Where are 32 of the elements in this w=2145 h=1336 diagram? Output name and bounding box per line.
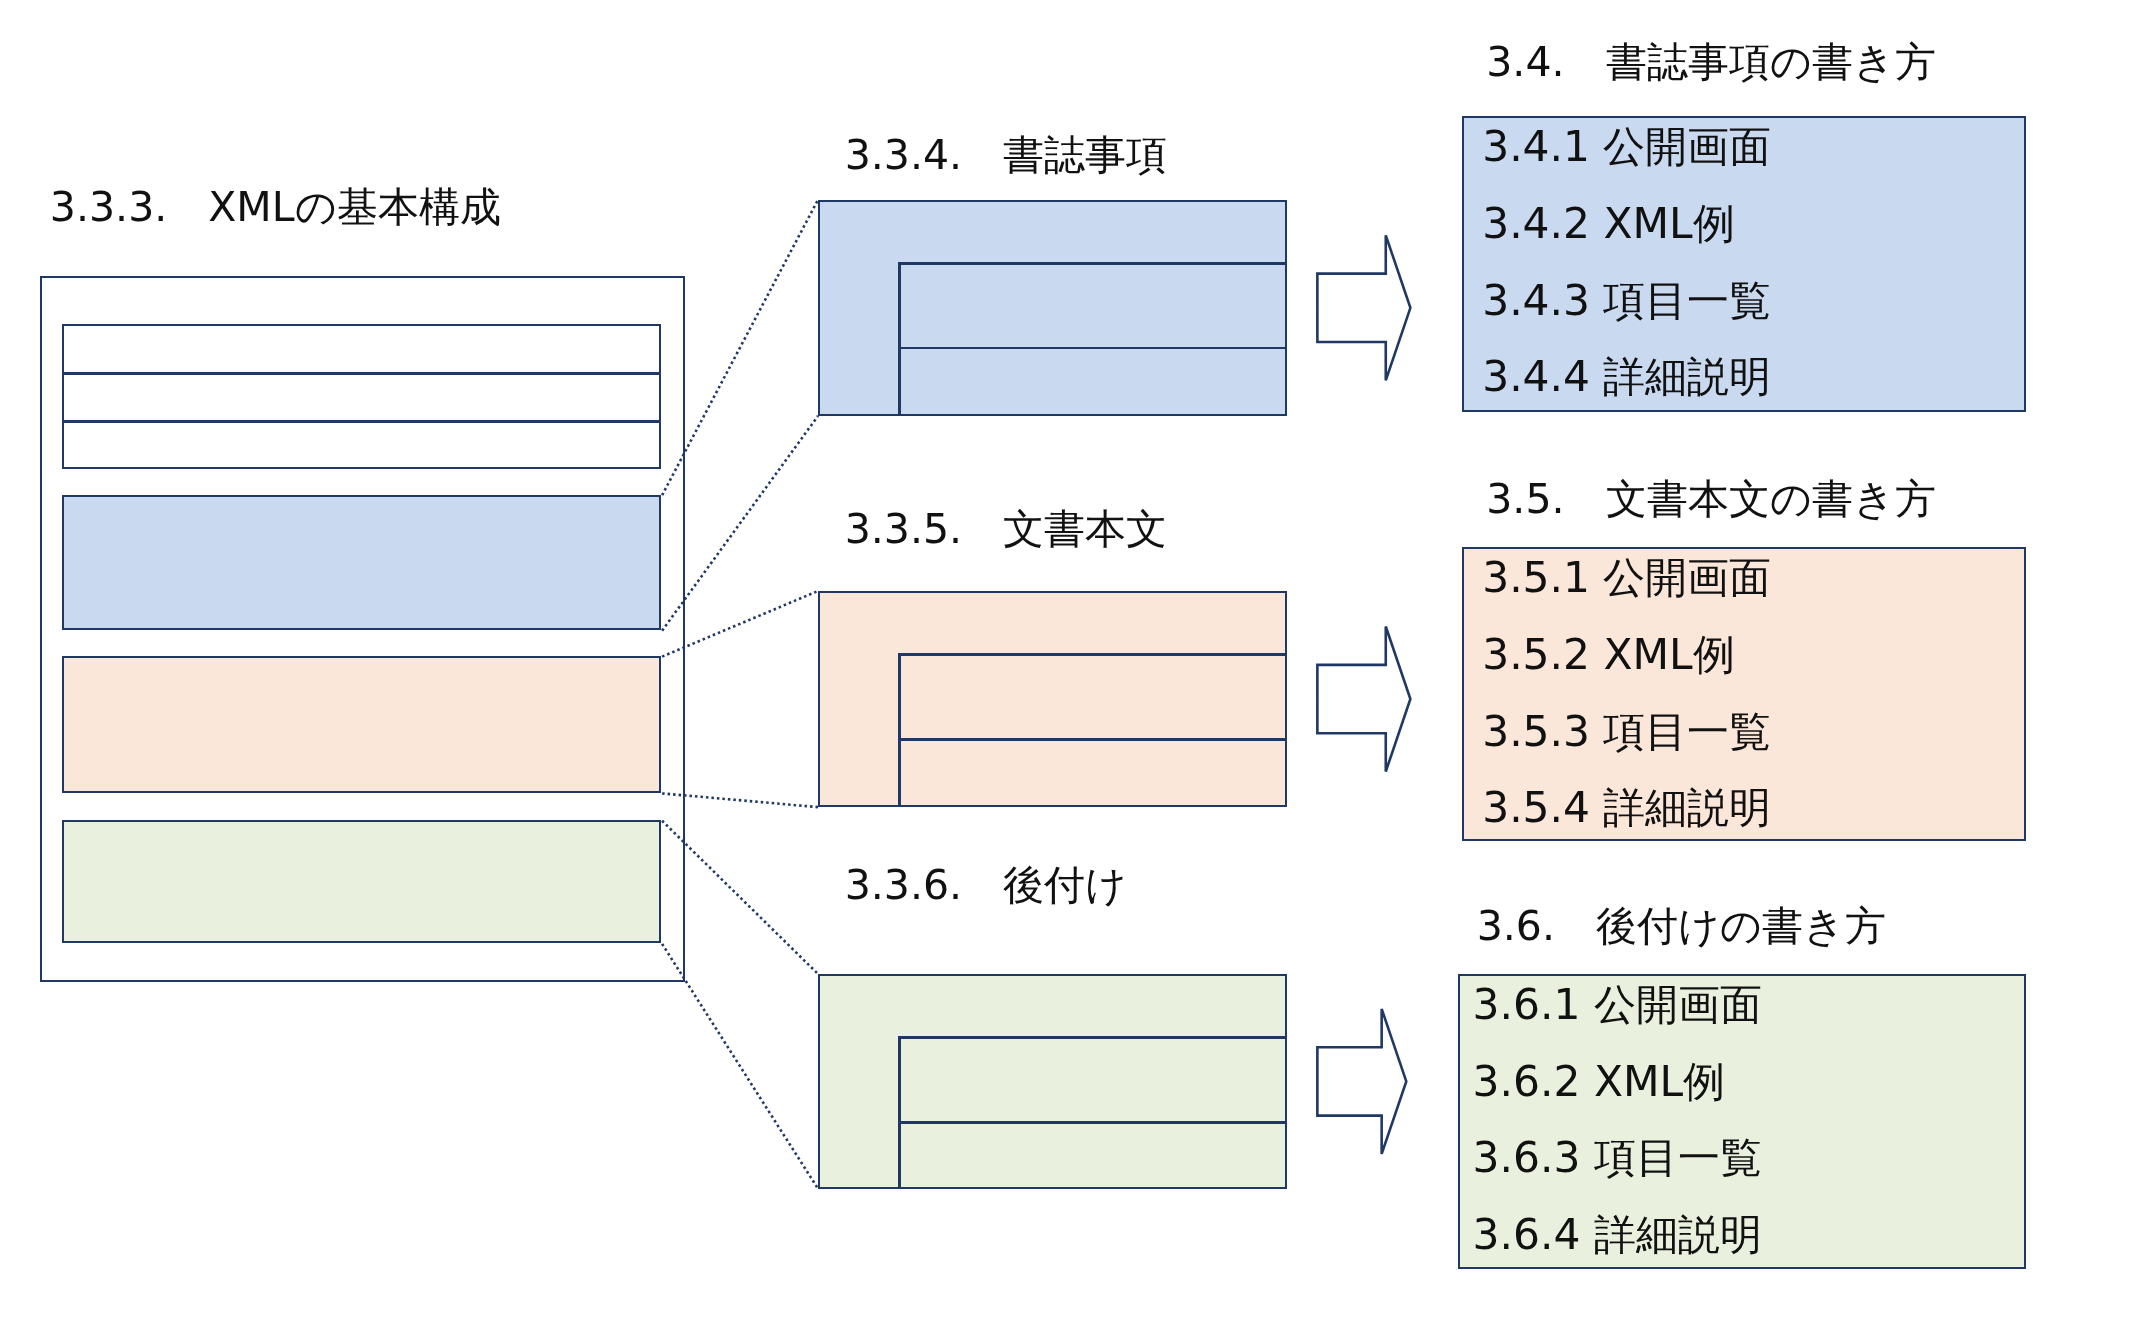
contents-item: 3.6.3 項目一覧 — [1472, 1133, 1762, 1185]
connector-line — [661, 589, 819, 658]
block-arrow — [1316, 234, 1412, 382]
section-box — [62, 494, 662, 630]
section-heading: 3.4. 書誌事項の書き方 — [1486, 37, 1936, 87]
block-arrow — [1316, 625, 1412, 773]
section-heading: 3.5. 文書本文の書き方 — [1486, 475, 1936, 525]
contents-item: 3.5.3 項目一覧 — [1482, 706, 1772, 758]
contents-item: 3.4.3 項目一覧 — [1482, 275, 1772, 327]
section-heading: 3.3.3. XMLの基本構成 — [49, 182, 501, 232]
connector-line — [660, 199, 820, 496]
contents-item: 3.5.1 公開画面 — [1482, 553, 1772, 605]
connector-line — [661, 943, 820, 1190]
connector-line — [661, 415, 820, 632]
contents-item: 3.6.1 公開画面 — [1472, 980, 1762, 1031]
section-heading: 3.3.4. 書誌事項 — [844, 130, 1168, 180]
contents-item: 3.5.2 XML例 — [1482, 629, 1735, 681]
contents-item: 3.6.4 詳細説明 — [1472, 1209, 1762, 1261]
block-arrow — [1316, 1007, 1408, 1156]
connector-line — [662, 792, 819, 809]
contents-item: 3.4.2 XML例 — [1482, 198, 1735, 250]
contents-item: 3.4.4 詳細説明 — [1482, 352, 1772, 404]
connector-line — [661, 819, 819, 975]
section-box — [62, 323, 662, 469]
contents-item: 3.6.2 XML例 — [1472, 1056, 1726, 1108]
contents-item: 3.5.4 詳細説明 — [1482, 783, 1772, 834]
section-box — [62, 656, 662, 793]
section-heading: 3.3.5. 文書本文 — [844, 505, 1168, 555]
section-heading: 3.6. 後付けの書き方 — [1476, 902, 1886, 952]
section-heading: 3.3.6. 後付け — [844, 861, 1128, 911]
section-box — [62, 820, 662, 944]
contents-item: 3.4.1 公開画面 — [1482, 122, 1772, 174]
